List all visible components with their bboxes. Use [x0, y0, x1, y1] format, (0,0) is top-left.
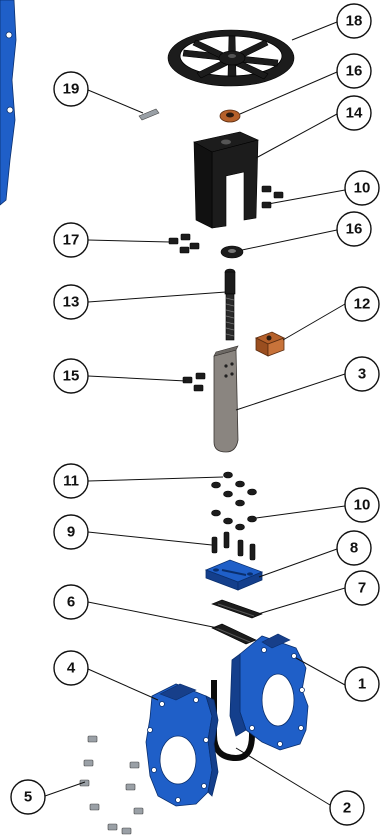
callout-13: 13 — [53, 284, 89, 320]
svg-text:9: 9 — [67, 524, 75, 541]
u-seal — [211, 680, 255, 762]
svg-text:15: 15 — [63, 368, 80, 385]
hub-nut-top — [219, 109, 241, 123]
body-bolts — [79, 735, 144, 835]
callout-16-lower: 16 — [336, 211, 372, 247]
svg-text:5: 5 — [24, 789, 32, 806]
callout-19: 19 — [53, 71, 89, 107]
svg-text:19: 19 — [63, 81, 80, 98]
callout-10-upper: 10 — [344, 170, 380, 206]
cropped-blue-part — [0, 0, 17, 206]
stem-nut-block — [255, 331, 285, 357]
callout-4: 4 — [53, 650, 89, 686]
svg-text:10: 10 — [354, 497, 371, 514]
callout-16-top: 16 — [336, 53, 372, 89]
callout-6: 6 — [53, 584, 89, 620]
leader-lines — [44, 21, 346, 806]
svg-text:16: 16 — [346, 63, 363, 80]
bolts-upper-left — [168, 233, 200, 254]
callout-15: 15 — [53, 358, 89, 394]
threaded-stem — [224, 268, 236, 341]
svg-text:17: 17 — [63, 232, 80, 249]
gland — [204, 559, 264, 591]
svg-text:6: 6 — [67, 594, 75, 611]
nuts-small — [211, 471, 257, 507]
callout-17: 17 — [53, 222, 89, 258]
callout-5: 5 — [10, 779, 46, 815]
packing — [211, 599, 263, 619]
callout-2: 2 — [329, 790, 365, 826]
svg-text:13: 13 — [63, 294, 80, 311]
callout-1: 1 — [344, 666, 380, 702]
svg-text:3: 3 — [358, 366, 366, 383]
svg-text:12: 12 — [354, 296, 371, 313]
body-half-left — [145, 683, 219, 807]
handwheel — [167, 29, 295, 87]
bolts-upper-right — [261, 185, 284, 209]
callout-9: 9 — [53, 514, 89, 550]
washers — [211, 509, 257, 531]
callout-12: 12 — [344, 286, 380, 322]
callout-11: 11 — [53, 463, 89, 499]
studs — [211, 531, 256, 561]
svg-text:7: 7 — [358, 580, 366, 597]
callout-18: 18 — [336, 3, 372, 39]
callout-10-lower: 10 — [344, 487, 380, 523]
svg-text:16: 16 — [346, 221, 363, 238]
gate-bolts — [182, 372, 206, 392]
svg-text:11: 11 — [63, 473, 79, 490]
body-half-right — [229, 633, 309, 751]
callout-3: 3 — [344, 356, 380, 392]
svg-text:18: 18 — [346, 13, 363, 30]
packing-rings — [211, 623, 257, 645]
callout-7: 7 — [344, 570, 380, 606]
svg-text:1: 1 — [358, 676, 366, 693]
svg-text:2: 2 — [343, 800, 351, 817]
knife-gate — [213, 345, 239, 453]
callout-14: 14 — [336, 95, 372, 131]
svg-text:14: 14 — [346, 105, 363, 122]
callout-8: 8 — [336, 530, 372, 566]
svg-text:8: 8 — [350, 540, 358, 557]
pin — [138, 108, 160, 121]
stem-nut — [220, 245, 244, 259]
yoke — [193, 131, 259, 229]
svg-text:4: 4 — [67, 660, 76, 677]
svg-text:10: 10 — [354, 180, 371, 197]
